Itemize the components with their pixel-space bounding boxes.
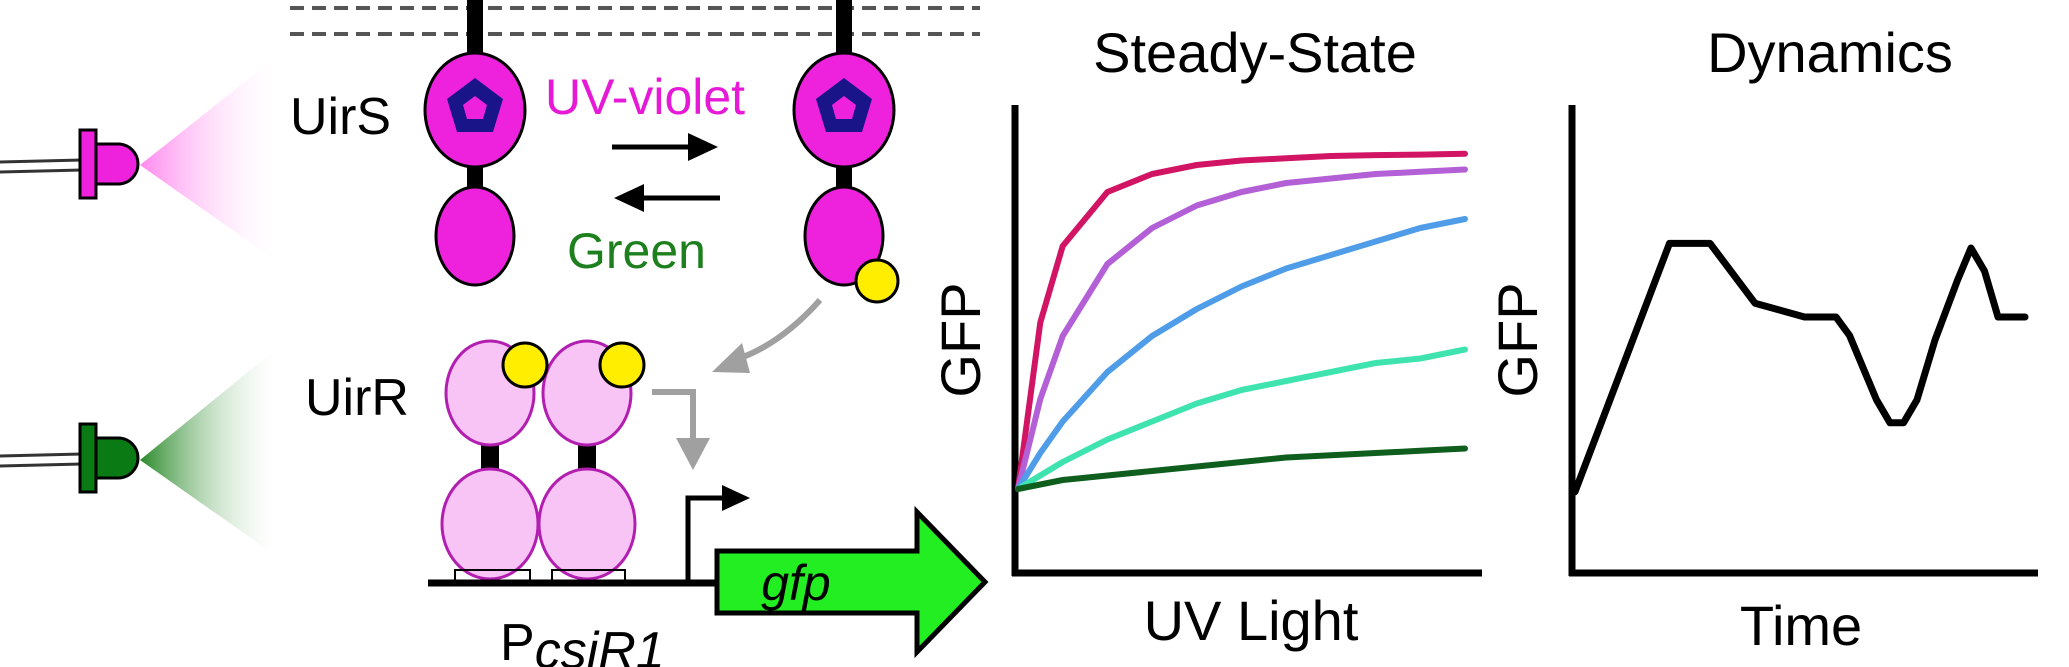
phosphate-icon bbox=[854, 258, 900, 304]
uirs-receptor-right bbox=[792, 0, 900, 304]
phosphotransfer-arrow bbox=[712, 298, 823, 373]
chart-title: Dynamics bbox=[1707, 21, 1953, 84]
activation-arrow bbox=[652, 389, 710, 470]
promoter-p: P bbox=[500, 614, 535, 667]
promoter-label: PcsiR1 bbox=[500, 614, 665, 667]
switching-arrows bbox=[612, 133, 720, 212]
binding-site-right bbox=[551, 569, 626, 580]
uirr-label: UirR bbox=[305, 369, 409, 427]
green-label: Green bbox=[567, 223, 706, 279]
series-line-5 bbox=[1015, 445, 1468, 492]
series-line-3 bbox=[1015, 216, 1468, 492]
uirr-dimer bbox=[440, 339, 646, 581]
gfp-gene-arrow bbox=[714, 505, 989, 659]
green-led bbox=[0, 350, 275, 555]
series-line-4 bbox=[1015, 346, 1468, 492]
series-line-1 bbox=[1015, 150, 1468, 492]
series-line-1 bbox=[1571, 239, 2029, 496]
x-axis-label: UV Light bbox=[1144, 589, 1359, 652]
phosphate-icon bbox=[501, 341, 549, 389]
uv-violet-led bbox=[0, 58, 275, 260]
promoter-subscript: csiR1 bbox=[535, 622, 665, 667]
cell-membrane bbox=[290, 6, 980, 36]
y-axis-label: GFP bbox=[929, 282, 992, 397]
uirs-label: UirS bbox=[290, 88, 391, 146]
phosphate-icon bbox=[598, 341, 646, 389]
uirs-receptor-left bbox=[423, 0, 527, 287]
x-axis-label: Time bbox=[1740, 594, 1862, 657]
steady-state-chart: Steady-State UV Light GFP bbox=[929, 21, 1482, 652]
chart-title: Steady-State bbox=[1093, 21, 1417, 84]
series-line-2 bbox=[1015, 166, 1468, 492]
transcription-start-arrow bbox=[685, 495, 725, 583]
binding-site-left bbox=[454, 569, 531, 580]
uv-violet-label: UV-violet bbox=[545, 69, 745, 125]
dna-construct bbox=[428, 485, 989, 659]
green-light-beam bbox=[140, 350, 275, 555]
dynamics-chart: Dynamics Time GFP bbox=[1486, 21, 2038, 657]
y-axis-label: GFP bbox=[1486, 282, 1549, 397]
gene-label: gfp bbox=[761, 555, 831, 611]
uv-light-beam bbox=[140, 58, 275, 260]
